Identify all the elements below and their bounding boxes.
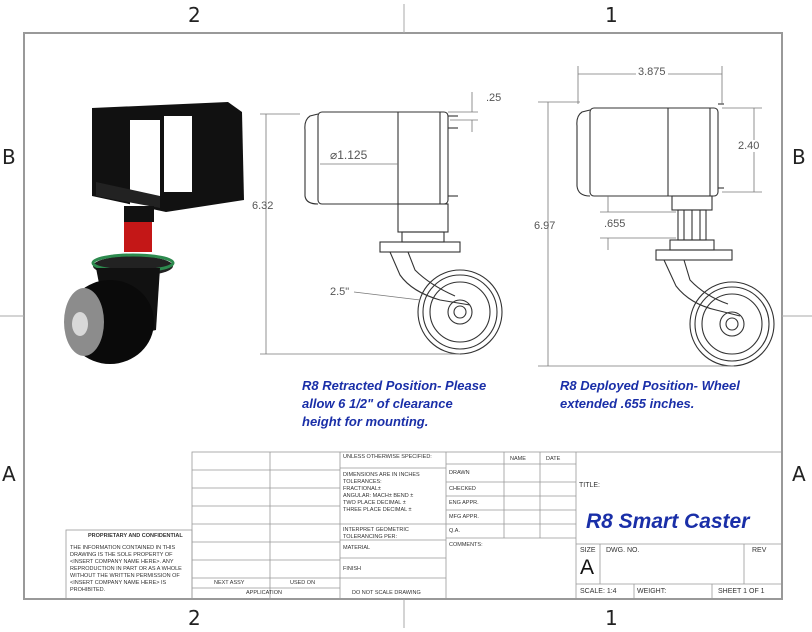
zone-label-right-b: B: [792, 145, 806, 169]
tolerances-block: DIMENSIONS ARE IN INCHES TOLERANCES: FRA…: [343, 472, 420, 514]
finish-label: FINISH: [343, 566, 362, 572]
zone-label-right-a: A: [792, 462, 806, 486]
sheet-label: SHEET 1 OF 1: [718, 588, 765, 595]
dim-width: 3.875: [636, 66, 668, 78]
scale-label: SCALE: 1:4: [580, 588, 617, 595]
retracted-note-line: R8 Retracted Position- Please: [302, 378, 487, 393]
dim-retracted-height: 6.32: [252, 200, 274, 212]
zone-label-left-b: B: [2, 145, 16, 169]
rev-label: REV: [752, 547, 767, 554]
dim-extension: .655: [604, 218, 626, 230]
date-header: DATE: [546, 456, 561, 462]
next-assy-label: NEXT ASSY: [214, 580, 245, 586]
deployed-dim-lines: [538, 66, 762, 367]
retracted-note-line: height for mounting.: [302, 414, 429, 429]
drawing-title: R8 Smart Caster: [586, 510, 750, 533]
tolerance-line: DIMENSIONS ARE IN INCHES: [343, 472, 420, 478]
proprietary-body: THE INFORMATION CONTAINED IN THIS DRAWIN…: [70, 545, 182, 594]
zone-ticks: [0, 4, 812, 628]
tolerance-line: ANGULAR: MACH± BEND ±: [343, 493, 414, 499]
zone-label-bottom-1: 1: [605, 606, 618, 630]
comments-label: COMMENTS:: [449, 542, 483, 548]
dim-wheel-diameter: 2.5": [330, 286, 350, 298]
application-label: APPLICATION: [246, 590, 282, 596]
unless-specified: UNLESS OTHERWISE SPECIFIED:: [343, 454, 432, 460]
dim-top-gap: .25: [486, 92, 502, 104]
retracted-dim-lines: [260, 92, 478, 355]
material-label: MATERIAL: [343, 545, 371, 551]
weight-label: WEIGHT:: [637, 588, 667, 595]
dim-tube-diameter: ⌀1.125: [330, 148, 368, 162]
tolerance-line: FRACTIONAL±: [343, 486, 381, 492]
qa-label: Q.A.: [449, 528, 461, 534]
mfg-appr-label: MFG APPR.: [449, 514, 479, 520]
proprietary-line: THE INFORMATION CONTAINED IN THIS: [70, 545, 176, 551]
deployed-note-line: extended .655 inches.: [560, 396, 695, 411]
title-block-grid: [65, 451, 783, 600]
dim-bracket-height: 2.40: [738, 140, 760, 152]
retracted-note: R8 Retracted Position- Please allow 6 1/…: [302, 377, 486, 431]
proprietary-line: WITHOUT THE WRITTEN PERMISSION OF: [70, 573, 180, 579]
deployed-note-line: R8 Deployed Position- Wheel: [560, 378, 740, 393]
tolerance-line: THREE PLACE DECIMAL ±: [343, 507, 412, 513]
retracted-view: [304, 111, 503, 355]
zone-label-bottom-2: 2: [188, 606, 201, 630]
used-on-label: USED ON: [290, 580, 316, 586]
name-header: NAME: [510, 456, 526, 462]
retracted-note-line: allow 6 1/2" of clearance: [302, 396, 453, 411]
size-label: SIZE: [580, 547, 596, 554]
title-label: TITLE:: [579, 482, 601, 489]
interpret-line: TOLERANCING PER:: [343, 534, 397, 540]
zone-label-top-1: 1: [605, 3, 618, 27]
deployed-note: R8 Deployed Position- Wheel extended .65…: [560, 377, 740, 413]
checked-label: CHECKED: [449, 486, 476, 492]
proprietary-line: REPRODUCTION IN PART OR AS A WHOLE: [70, 566, 182, 572]
interpret-line: INTERPRET GEOMETRIC: [343, 527, 409, 533]
zone-label-top-2: 2: [188, 3, 201, 27]
proprietary-line: <INSERT COMPANY NAME HERE> IS: [70, 580, 167, 586]
drawn-label: DRAWN: [449, 470, 470, 476]
dwg-no-label: DWG. NO.: [606, 547, 640, 554]
interpret-block: INTERPRET GEOMETRIC TOLERANCING PER:: [343, 527, 409, 541]
no-scale-label: DO NOT SCALE DRAWING: [352, 590, 421, 596]
dim-deployed-height: 6.97: [534, 220, 556, 232]
tolerance-line: TOLERANCES:: [343, 479, 382, 485]
proprietary-line: <INSERT COMPANY NAME HERE>. ANY: [70, 559, 174, 565]
size-value: A: [580, 556, 595, 579]
proprietary-line: PROHIBITED.: [70, 587, 106, 593]
isometric-caster-view: [64, 102, 244, 364]
red-stem: [124, 222, 152, 252]
deployed-view: [576, 103, 775, 367]
proprietary-line: DRAWING IS THE SOLE PROPERTY OF: [70, 552, 173, 558]
zone-label-left-a: A: [2, 462, 16, 486]
tolerance-line: TWO PLACE DECIMAL ±: [343, 500, 406, 506]
proprietary-heading: PROPRIETARY AND CONFIDENTIAL: [88, 533, 183, 539]
eng-appr-label: ENG APPR.: [449, 500, 479, 506]
